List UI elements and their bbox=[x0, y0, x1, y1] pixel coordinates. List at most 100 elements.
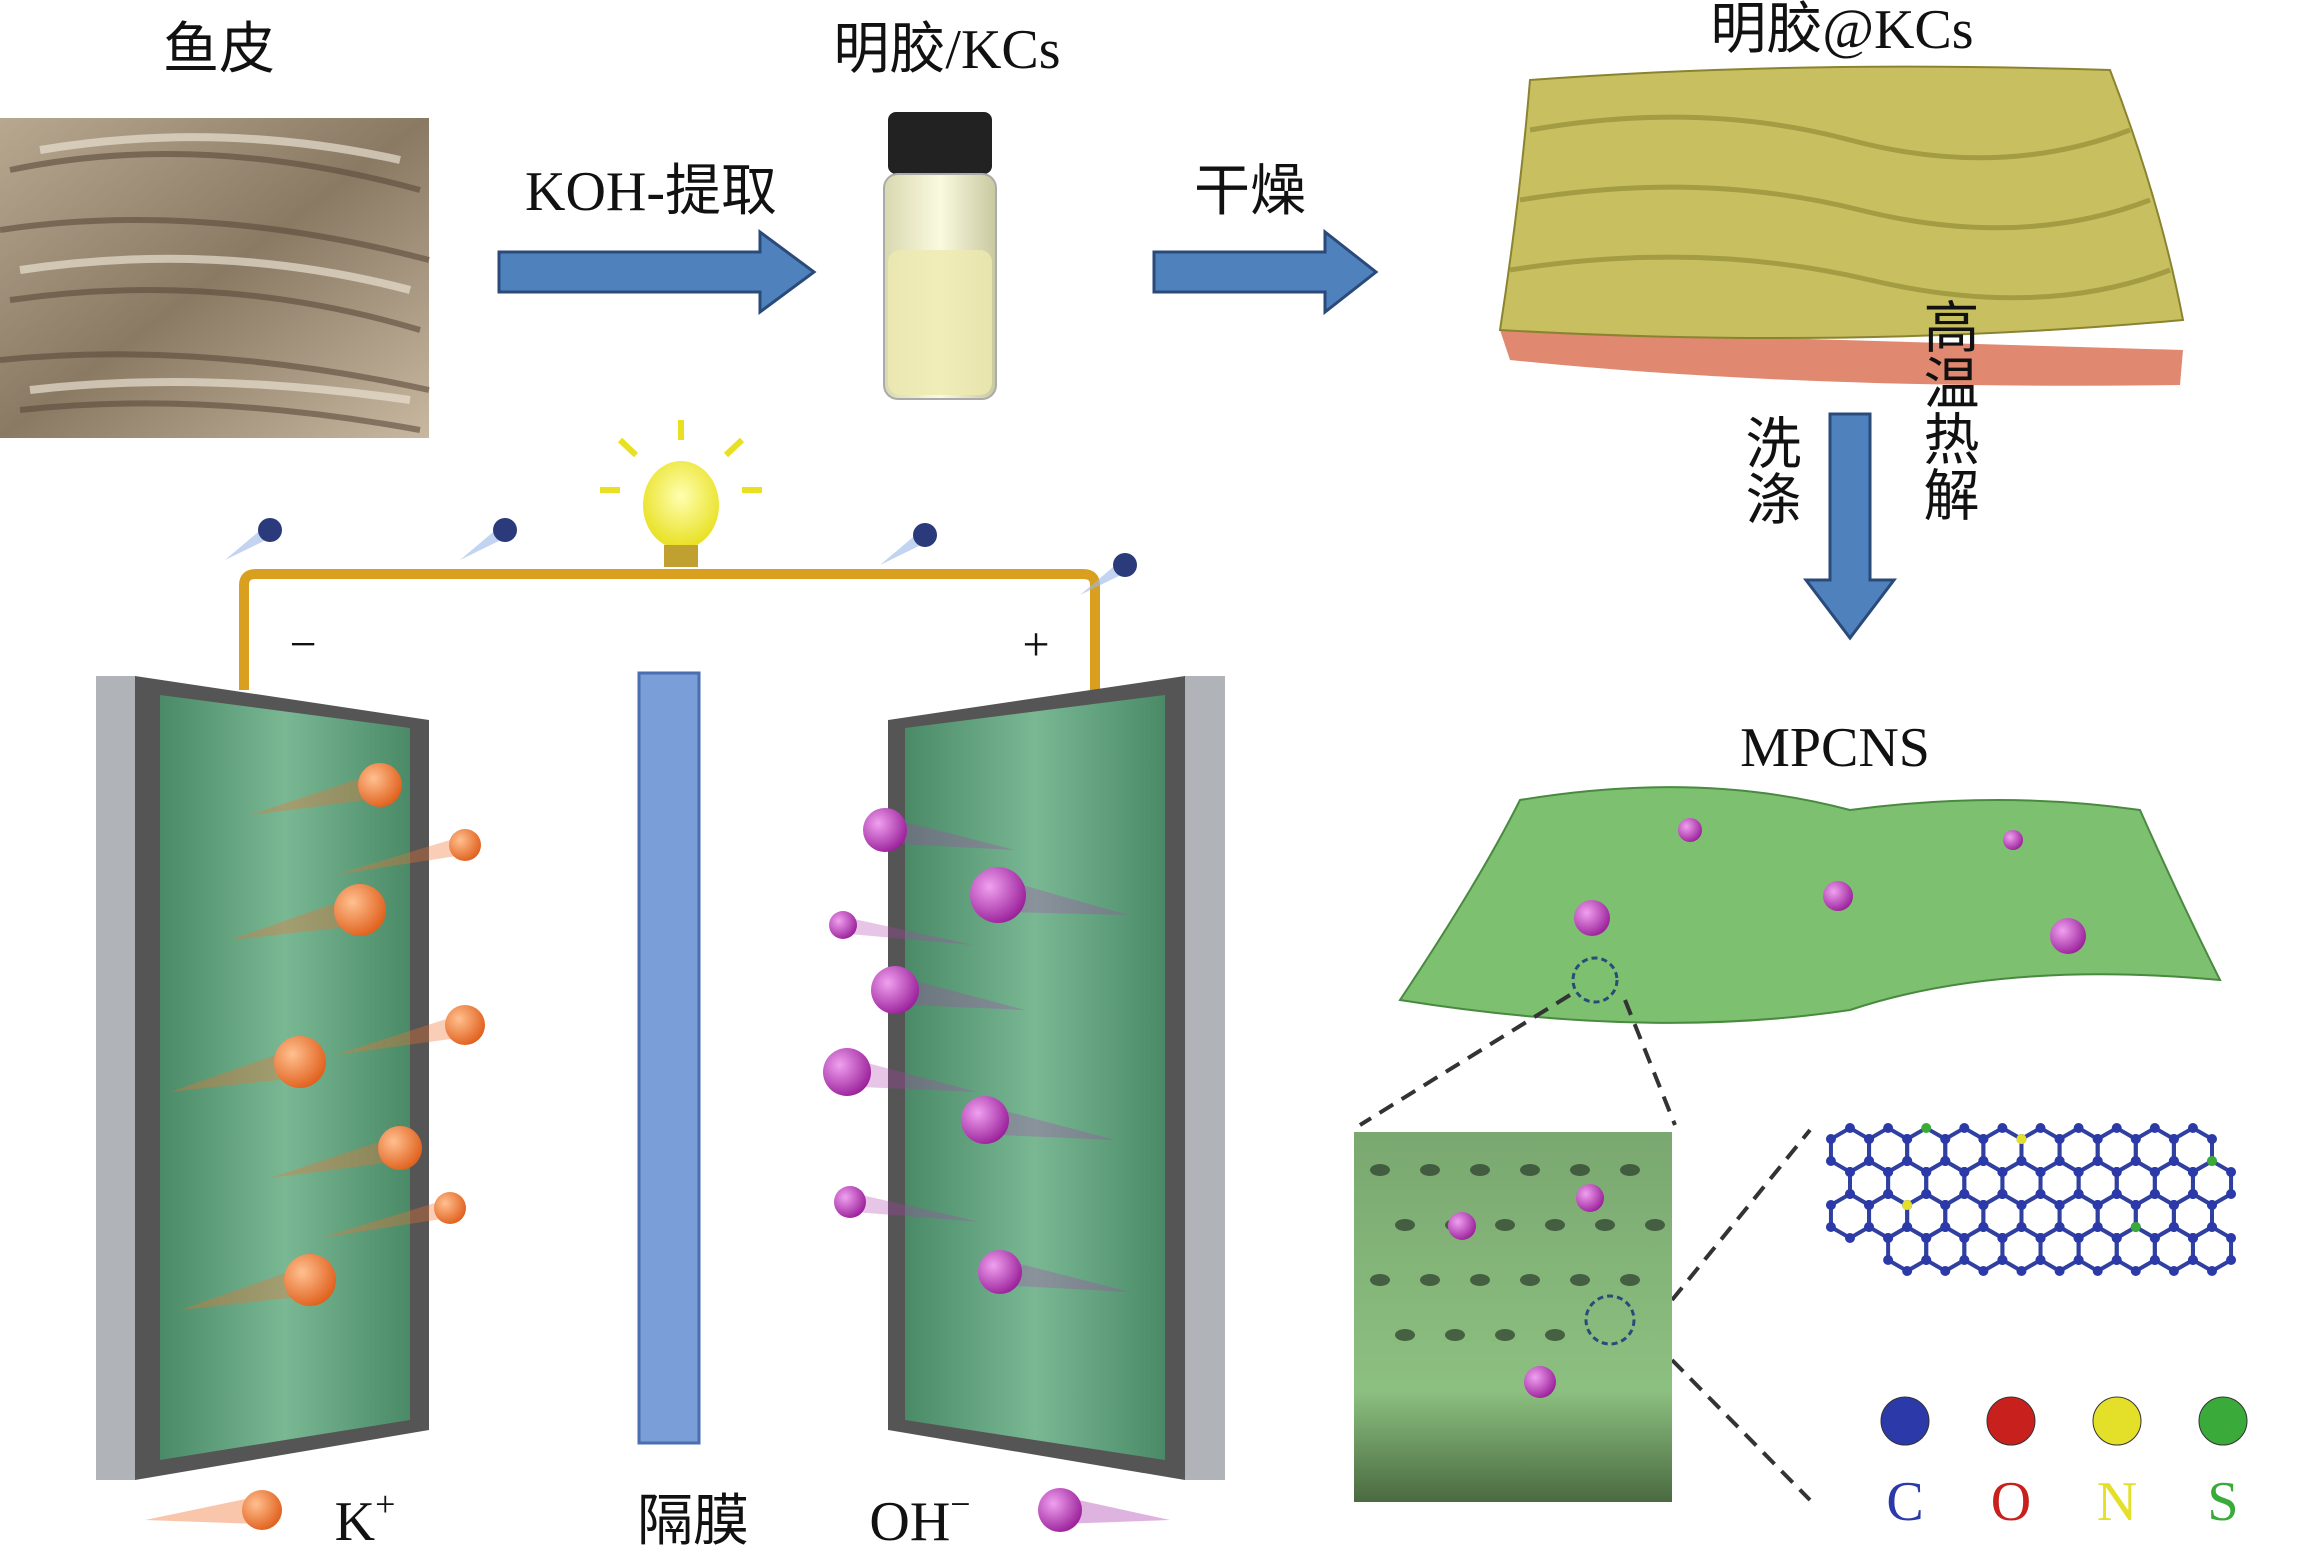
pore bbox=[1370, 1164, 1390, 1176]
wire bbox=[239, 569, 1100, 690]
atom bbox=[2206, 1156, 2217, 1166]
cation-ion bbox=[378, 1126, 422, 1170]
electron-icon bbox=[913, 523, 937, 547]
atom bbox=[1845, 1189, 1855, 1199]
atom bbox=[1883, 1167, 1894, 1177]
atom bbox=[1978, 1200, 1989, 1210]
anion-trail bbox=[885, 816, 1015, 850]
atom bbox=[2206, 1266, 2217, 1276]
anion-ion bbox=[834, 1186, 866, 1218]
gelatin-kcs-label: 明胶/KCs bbox=[833, 19, 1060, 81]
dopant-dot bbox=[1678, 818, 1702, 842]
cation-trail bbox=[170, 1046, 300, 1092]
atom bbox=[2130, 1266, 2141, 1276]
atom bbox=[1921, 1255, 1932, 1265]
ring-bond bbox=[1828, 1191, 1872, 1241]
anion-trail bbox=[843, 916, 973, 945]
cation-trail bbox=[230, 894, 360, 940]
anion-ion bbox=[871, 966, 919, 1014]
anion-trail bbox=[847, 1057, 977, 1092]
atom bbox=[1959, 1167, 1970, 1177]
atom bbox=[2016, 1266, 2027, 1276]
ring-bond bbox=[2152, 1224, 2195, 1274]
dopant-dot bbox=[2050, 918, 2086, 954]
negative-sign: − bbox=[289, 618, 316, 671]
cation-ion bbox=[434, 1192, 466, 1224]
legend-symbol-c: C bbox=[1886, 1471, 1923, 1533]
atom bbox=[2187, 1189, 2198, 1199]
atom bbox=[1997, 1167, 2008, 1177]
atom bbox=[2054, 1134, 2065, 1144]
anion-ion bbox=[823, 1048, 871, 1096]
atom bbox=[2035, 1233, 2046, 1243]
atom bbox=[2073, 1189, 2084, 1199]
ring-bond bbox=[1886, 1224, 1929, 1274]
atom bbox=[2168, 1156, 2179, 1166]
atom bbox=[1883, 1123, 1894, 1133]
anion-charge: − bbox=[950, 1484, 970, 1524]
atom bbox=[1825, 1156, 1836, 1166]
light-bulb-icon bbox=[600, 420, 762, 567]
atom bbox=[1978, 1222, 1989, 1232]
atom bbox=[1940, 1156, 1951, 1166]
atom bbox=[1978, 1266, 1989, 1276]
molecule-structure bbox=[1825, 1123, 2237, 1276]
anion-trail bbox=[1060, 1496, 1170, 1524]
dopant-dot bbox=[2003, 830, 2023, 850]
atom bbox=[1921, 1123, 1932, 1133]
anion-ion bbox=[829, 911, 857, 939]
cation-ion bbox=[284, 1254, 336, 1306]
atom-legend-c bbox=[1880, 1396, 1930, 1446]
ring-bond bbox=[1962, 1224, 2005, 1274]
atom bbox=[1997, 1233, 2008, 1243]
atom bbox=[2149, 1123, 2160, 1133]
cation-trail bbox=[320, 1198, 450, 1238]
svg-text:OH−: OH− bbox=[869, 1484, 970, 1553]
atom bbox=[1959, 1189, 1970, 1199]
atom bbox=[2111, 1167, 2122, 1177]
atom bbox=[2035, 1189, 2046, 1199]
atom bbox=[2149, 1189, 2160, 1199]
cation-trail bbox=[145, 1496, 260, 1524]
cation-ion bbox=[274, 1036, 326, 1088]
atom bbox=[2168, 1222, 2179, 1232]
separator bbox=[637, 671, 701, 1445]
atom bbox=[2226, 1233, 2237, 1243]
separator-label: 隔膜 bbox=[637, 1491, 749, 1553]
dry-label: 干燥 bbox=[1194, 161, 1306, 223]
mpcns-sheet bbox=[1398, 786, 2222, 1024]
atom bbox=[1959, 1233, 1970, 1243]
wash-label: 洗涤 bbox=[1737, 414, 1799, 526]
pore bbox=[1495, 1329, 1515, 1341]
cation-ion bbox=[358, 763, 402, 807]
atom bbox=[2073, 1255, 2084, 1265]
atom bbox=[2130, 1200, 2141, 1210]
atom bbox=[1940, 1200, 1951, 1210]
atom bbox=[2187, 1167, 2198, 1177]
dopant-dot bbox=[1448, 1212, 1476, 1240]
pore bbox=[1470, 1164, 1490, 1176]
pore bbox=[1395, 1219, 1415, 1231]
atom bbox=[1978, 1156, 1989, 1166]
vial-icon bbox=[883, 112, 997, 400]
atom bbox=[2226, 1189, 2237, 1199]
anion-trail bbox=[1000, 1258, 1130, 1292]
atom bbox=[2149, 1233, 2160, 1243]
atom bbox=[1825, 1134, 1836, 1144]
atom bbox=[2168, 1200, 2179, 1210]
atom-legend-o bbox=[1986, 1396, 2036, 1446]
pore bbox=[1395, 1329, 1415, 1341]
atom bbox=[2149, 1255, 2160, 1265]
atom bbox=[1940, 1266, 1951, 1276]
atom bbox=[1883, 1233, 1894, 1243]
svg-text:K+: K+ bbox=[335, 1484, 396, 1553]
electron-icon bbox=[1113, 553, 1137, 577]
atom bbox=[1864, 1200, 1875, 1210]
pore bbox=[1470, 1274, 1490, 1286]
zoom-circle bbox=[1571, 956, 1619, 1004]
legend-symbol-s: S bbox=[2207, 1471, 2238, 1533]
atom bbox=[1825, 1222, 1836, 1232]
atom bbox=[2092, 1222, 2103, 1232]
cation-ion bbox=[445, 1005, 485, 1045]
extract-label: KOH-提取 bbox=[525, 161, 777, 223]
